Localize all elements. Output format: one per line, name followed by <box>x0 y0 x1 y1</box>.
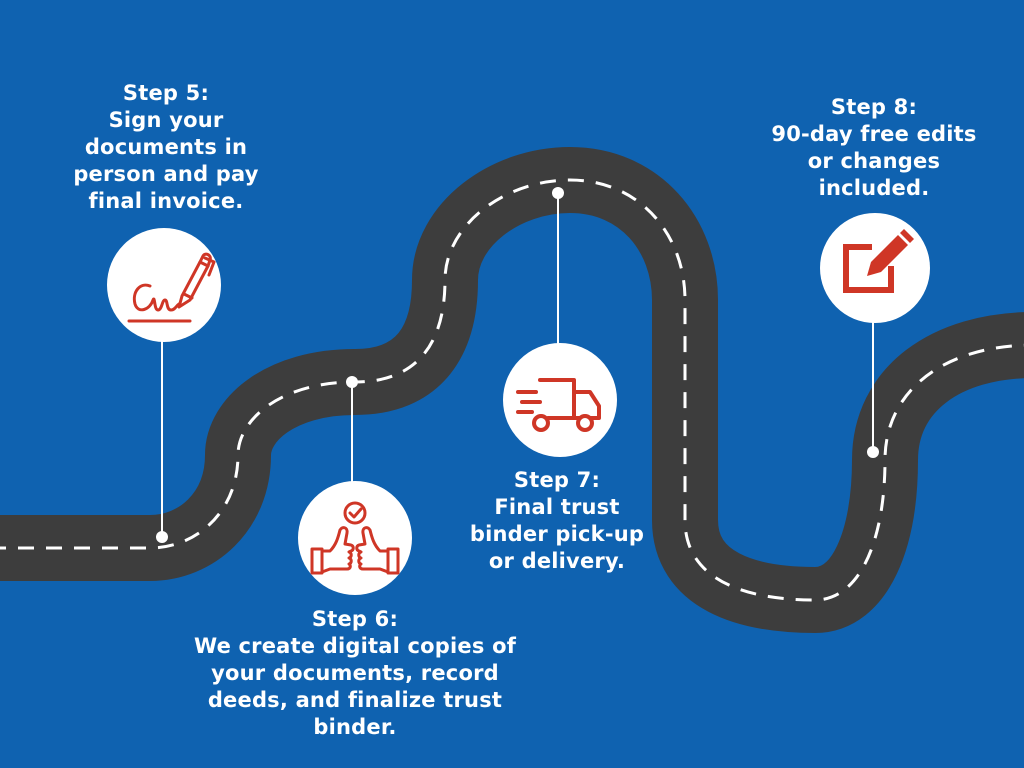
thumbs-up-check-icon <box>298 481 412 595</box>
step7-road-dot <box>552 187 564 199</box>
step-description: Sign your documents in person and pay fi… <box>73 108 259 213</box>
step-5-label: Step 5: Sign your documents in person an… <box>66 80 266 215</box>
step-8-label: Step 8: 90-day free edits or changes inc… <box>756 94 992 202</box>
step6-road-dot <box>346 376 358 388</box>
delivery-truck-icon <box>503 343 617 457</box>
step-description: We create digital copies of your documen… <box>193 634 517 739</box>
step-title: Step 8: <box>830 95 918 119</box>
road-lane-markings <box>0 178 1024 602</box>
step-title: Step 6: <box>311 607 399 631</box>
step-description: Final trust binder pick-up or delivery. <box>469 495 645 573</box>
step-title: Step 5: <box>122 81 210 105</box>
step-title: Step 7: <box>513 468 601 492</box>
step-6-label: Step 6: We create digital copies of your… <box>190 606 520 741</box>
step-description: 90-day free edits or changes included. <box>771 122 977 200</box>
step-7-label: Step 7: Final trust binder pick-up or de… <box>462 467 652 575</box>
step8-road-dot <box>867 446 879 458</box>
edit-square-icon <box>820 213 930 323</box>
signature-pen-icon <box>107 228 221 342</box>
step5-road-dot <box>156 531 168 543</box>
